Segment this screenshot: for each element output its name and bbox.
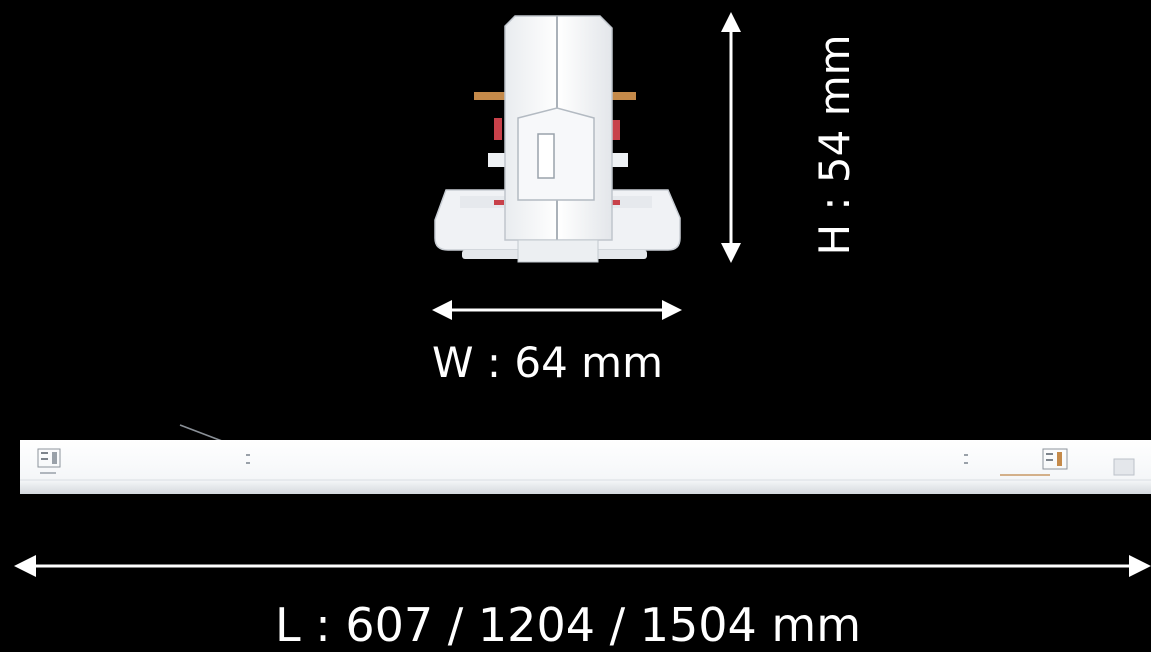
red-clip-right	[612, 120, 620, 140]
copper-pin-left	[474, 92, 508, 100]
bar-mark-left	[246, 454, 250, 456]
arrowhead-right	[662, 300, 682, 320]
arrowhead-left	[14, 555, 36, 577]
bar-body	[20, 440, 1151, 494]
arrowhead-right	[1129, 555, 1151, 577]
arrowhead-left	[432, 300, 452, 320]
latch-panel	[517, 107, 595, 201]
length-dimension-arrow	[14, 555, 1151, 577]
copper-pin-right	[602, 92, 636, 100]
fixture-foot	[517, 239, 599, 263]
bar-connector-left	[37, 448, 61, 468]
width-dimension-label: W : 64 mm	[432, 338, 663, 387]
arrowhead-up	[721, 12, 741, 32]
height-dimension-arrow	[721, 12, 741, 263]
linear-light-bar	[20, 424, 1151, 494]
red-accent-base-left	[494, 200, 504, 205]
bar-end-cap	[1113, 458, 1135, 476]
height-dimension-label: H : 54 mm	[810, 34, 859, 256]
width-dimension-arrow	[432, 300, 682, 320]
bar-wire	[179, 424, 223, 442]
latch-window	[537, 133, 555, 179]
bar-mark-right	[964, 454, 968, 456]
base-detail-left	[460, 196, 512, 208]
bar-connector-right	[1042, 448, 1068, 470]
arrowhead-down	[721, 243, 741, 263]
red-accent-base-right	[610, 200, 620, 205]
fixture-cross-section	[434, 15, 681, 263]
length-dimension-label: L : 607 / 1204 / 1504 mm	[275, 598, 862, 652]
red-clip-left	[494, 118, 502, 140]
